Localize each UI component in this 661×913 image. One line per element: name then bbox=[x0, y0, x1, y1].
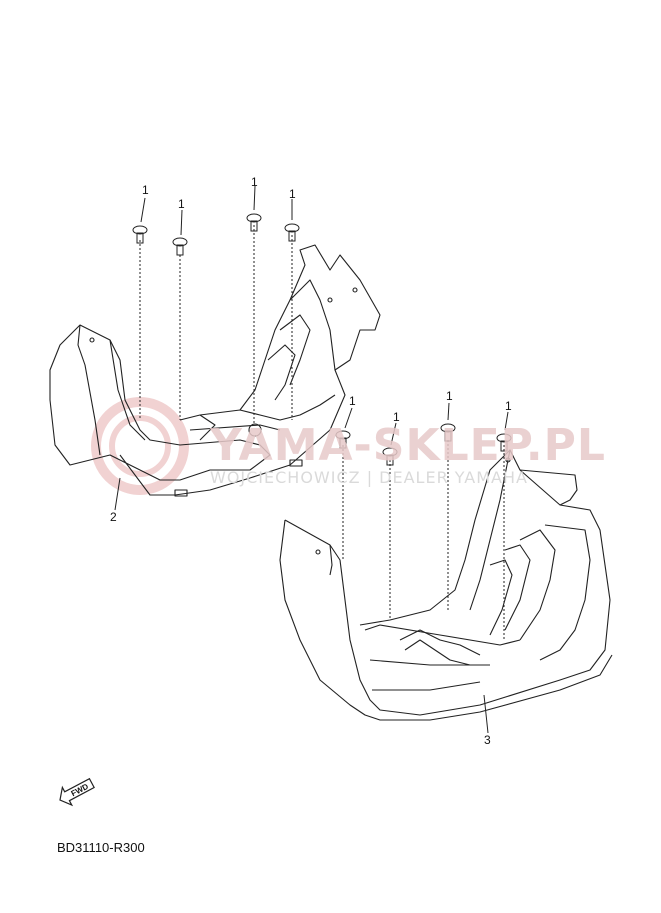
bolts-left bbox=[114, 185, 300, 511]
callout-bolt-1d: 1 bbox=[289, 187, 296, 201]
footrest-guard-right bbox=[279, 449, 613, 721]
watermark-subtitle: WOJCIECHOWICZ | DEALER YAMAHA bbox=[210, 468, 528, 487]
callout-bolt-1e: 1 bbox=[349, 394, 356, 408]
callout-bolt-1b: 1 bbox=[178, 197, 185, 211]
fwd-arrow-icon: FWD bbox=[59, 777, 95, 807]
footrest-guard-left bbox=[49, 244, 381, 497]
watermark-logo bbox=[91, 397, 189, 495]
bolts-right bbox=[335, 402, 512, 734]
callout-bolt-1h: 1 bbox=[505, 399, 512, 413]
callout-bolt-1a: 1 bbox=[142, 183, 149, 197]
callout-part-3: 3 bbox=[484, 733, 491, 747]
watermark-title: YAMA-SKLEP.PL bbox=[210, 420, 606, 471]
callout-bolt-1f: 1 bbox=[393, 410, 400, 424]
diagram-code: BD31110-R300 bbox=[57, 840, 145, 855]
callout-part-2: 2 bbox=[110, 510, 117, 524]
callout-bolt-1c: 1 bbox=[251, 175, 258, 189]
callout-bolt-1g: 1 bbox=[446, 389, 453, 403]
